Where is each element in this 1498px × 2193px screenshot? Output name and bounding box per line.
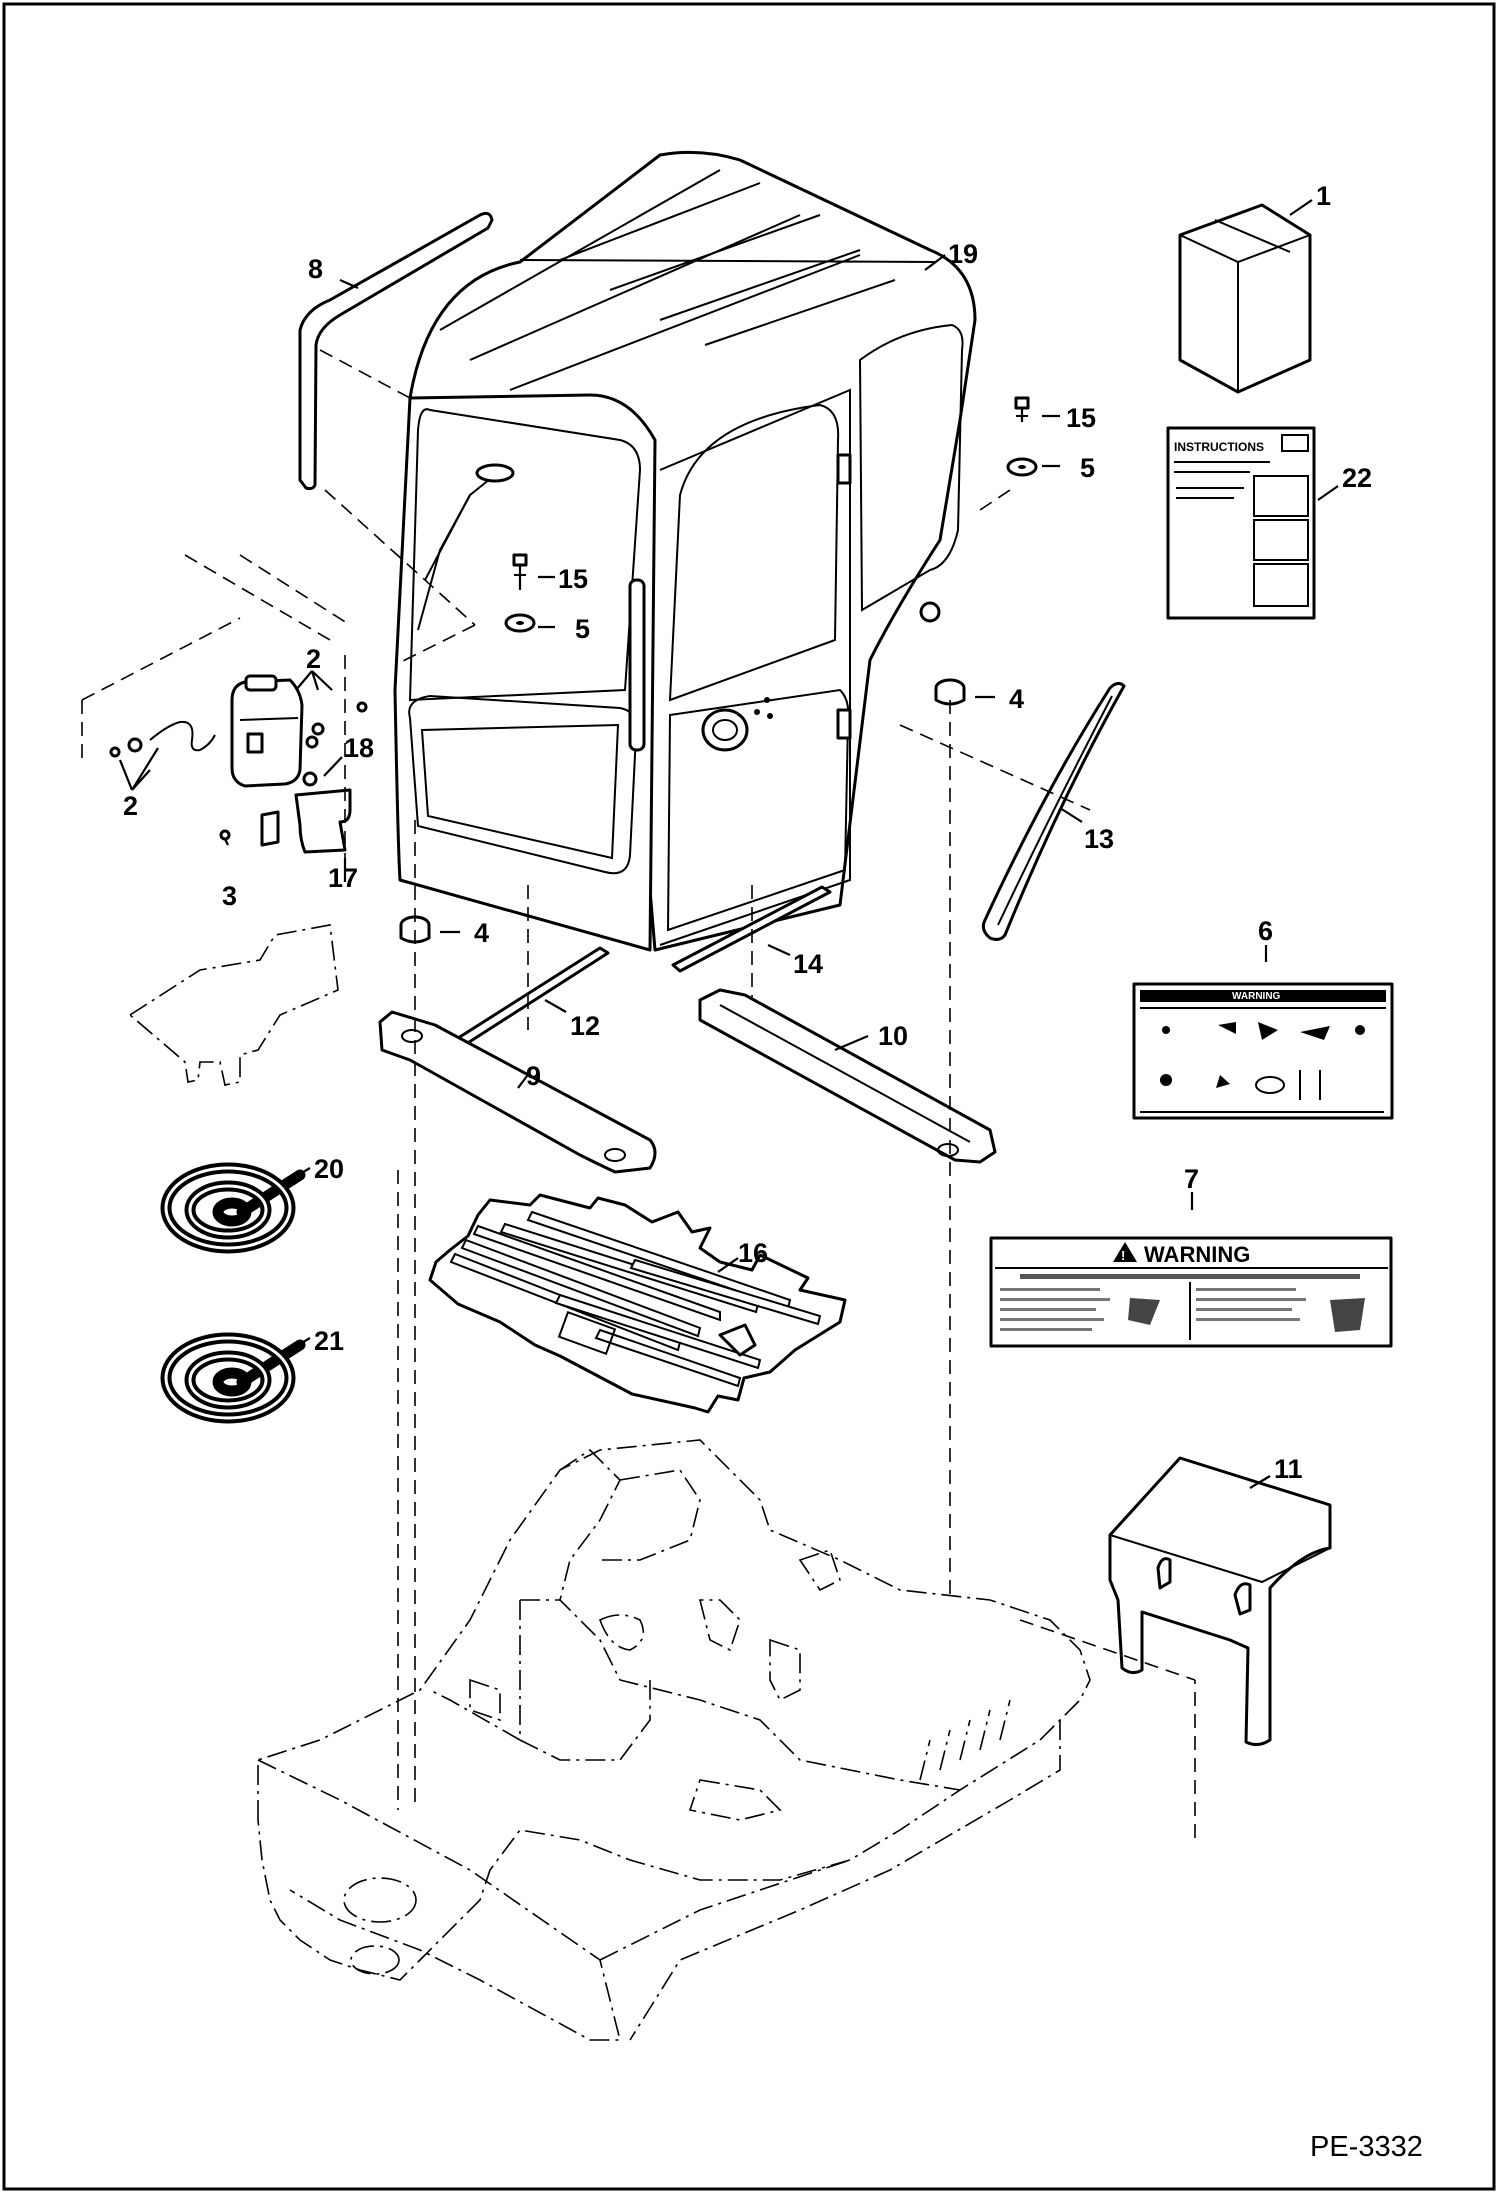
callout-16: 16 xyxy=(738,1238,768,1268)
part-8-seal xyxy=(298,211,494,491)
instructions-title: INSTRUCTIONS xyxy=(1174,440,1264,454)
callout-20: 20 xyxy=(314,1154,344,1184)
callout-4-front: 4 xyxy=(474,918,489,948)
callout-14: 14 xyxy=(793,949,823,979)
part-22-instructions-decal: INSTRUCTIONS xyxy=(1166,426,1316,620)
callout-21: 21 xyxy=(314,1326,344,1356)
mount-bracket-outline xyxy=(128,924,339,1086)
callout-3: 3 xyxy=(222,881,237,911)
washer-reservoir-assembly xyxy=(81,489,476,880)
callout-labels: 1 2 2 3 4 4 5 5 6 7 8 9 10 11 12 13 14 1… xyxy=(123,181,1372,1484)
part-16-floor-mat xyxy=(428,1193,847,1414)
base-frame-outline xyxy=(257,1439,1091,2041)
callout-10: 10 xyxy=(878,1021,908,1051)
figure-reference: PE-3332 xyxy=(1310,2131,1423,2163)
callout-5-rear: 5 xyxy=(1080,453,1095,483)
callout-13: 13 xyxy=(1084,824,1114,854)
callout-5-front: 5 xyxy=(575,614,590,644)
part-19-cab xyxy=(393,150,977,952)
part-13-seal xyxy=(981,681,1126,941)
part-10-bar xyxy=(698,988,997,1164)
callout-19: 19 xyxy=(948,239,978,269)
callout-9: 9 xyxy=(526,1061,541,1091)
callout-22: 22 xyxy=(1342,463,1372,493)
callout-15-front: 15 xyxy=(558,564,588,594)
warning-large-title: WARNING xyxy=(1144,1242,1250,1267)
callout-15-rear: 15 xyxy=(1066,403,1096,433)
warning-small-title: WARNING xyxy=(1232,991,1281,1002)
part-11-cover xyxy=(1108,1456,1332,1747)
callout-8: 8 xyxy=(308,254,323,284)
part-20-coil xyxy=(160,1162,306,1254)
callout-17: 17 xyxy=(328,863,358,893)
part-1-box xyxy=(1178,203,1312,394)
mat-slots xyxy=(449,1210,822,1388)
part-7-warning-decal: ! WARNING xyxy=(989,1236,1393,1348)
callout-11: 11 xyxy=(1274,1454,1303,1484)
leader-lines xyxy=(118,199,1339,1489)
callout-18: 18 xyxy=(344,733,374,763)
callout-12: 12 xyxy=(570,1011,600,1041)
svg-text:!: ! xyxy=(1121,1248,1125,1263)
part-21-coil xyxy=(160,1332,306,1424)
callout-2-upper: 2 xyxy=(306,644,321,674)
callout-4-rear: 4 xyxy=(1009,684,1024,714)
alignment-lines xyxy=(319,349,1196,1838)
callout-6: 6 xyxy=(1258,916,1273,946)
hardware-rear xyxy=(934,396,1038,706)
callout-1: 1 xyxy=(1316,181,1331,211)
callout-2-lower: 2 xyxy=(123,791,138,821)
part-6-warning-decal: WARNING xyxy=(1132,982,1394,1120)
part-9-plate xyxy=(378,1010,657,1174)
callout-7: 7 xyxy=(1184,1164,1199,1194)
